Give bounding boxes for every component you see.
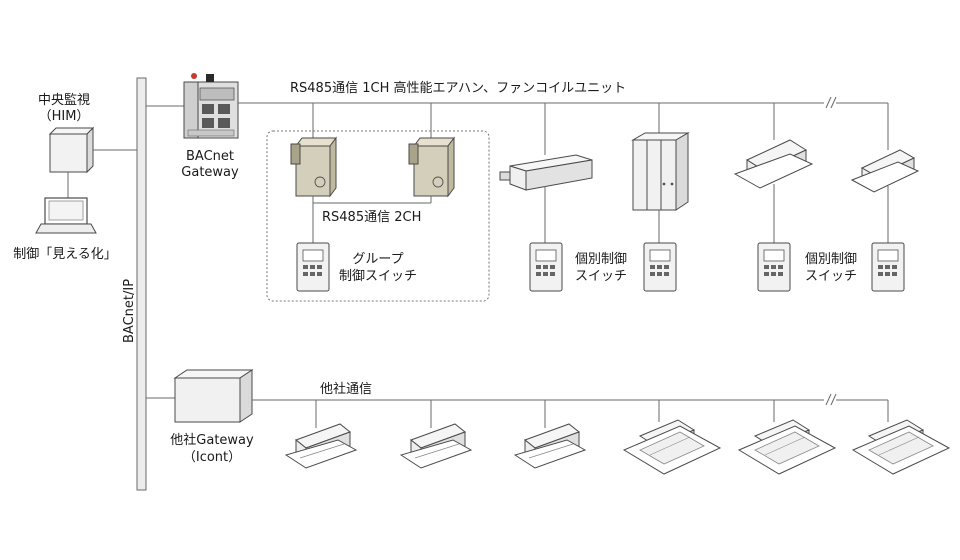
individual-switch-b-label-1: 個別制御 bbox=[805, 252, 857, 267]
other-gateway-device bbox=[173, 369, 254, 423]
laptop-icon bbox=[35, 197, 97, 234]
bacnet-gateway-label-1: BACnet bbox=[186, 149, 234, 164]
bus-break-mark-top bbox=[824, 96, 837, 109]
rs485-sub-label: RS485通信 2CH bbox=[322, 210, 421, 225]
other-comm-label: 他社通信 bbox=[320, 381, 372, 397]
group-control-area bbox=[266, 130, 490, 302]
bus-break-mark-bottom bbox=[824, 393, 837, 406]
ceiling-cassette-unit-1 bbox=[733, 139, 814, 189]
individual-switch-4 bbox=[871, 242, 905, 292]
backbone-label: BACnet/IP bbox=[122, 279, 137, 343]
other-gateway-label-2: （Icont） bbox=[183, 450, 241, 465]
group-switch-label-1: グループ bbox=[352, 252, 403, 267]
other-cassette-unit-4 bbox=[622, 419, 722, 475]
individual-switch-1 bbox=[529, 242, 563, 292]
group-switch-label-2: 制御スイッチ bbox=[339, 269, 417, 284]
central-monitor-box bbox=[48, 126, 95, 174]
laptop-label: 制御「見える化」 bbox=[13, 247, 117, 262]
individual-switch-a-label-1: 個別制御 bbox=[575, 252, 627, 267]
individual-switch-2 bbox=[643, 242, 677, 292]
other-cassette-unit-5 bbox=[737, 419, 837, 475]
other-cassette-unit-3 bbox=[513, 423, 587, 469]
central-monitor-label-2: （HIM） bbox=[39, 109, 90, 124]
other-cassette-unit-6 bbox=[851, 419, 951, 475]
other-gateway-label-1: 他社Gateway bbox=[170, 432, 254, 448]
air-handler-unit-1 bbox=[290, 136, 337, 198]
other-cassette-unit-1 bbox=[284, 423, 358, 469]
individual-switch-a-label-2: スイッチ bbox=[575, 269, 627, 284]
other-cassette-unit-2 bbox=[399, 423, 473, 469]
bacnet-gateway-label-2: Gateway bbox=[181, 165, 239, 180]
central-monitor-label-1: 中央監視 bbox=[38, 92, 90, 108]
group-control-switch bbox=[296, 242, 330, 292]
bacnet-gateway-device bbox=[183, 73, 239, 139]
floor-standing-unit bbox=[631, 132, 690, 211]
individual-switch-3 bbox=[757, 242, 791, 292]
ceiling-cassette-unit-2 bbox=[850, 149, 920, 193]
bacnet-ip-backbone bbox=[136, 77, 147, 491]
rs485-main-label: RS485通信 1CH 高性能エアハン、ファンコイルユニット bbox=[290, 80, 626, 96]
individual-switch-b-label-2: スイッチ bbox=[805, 269, 857, 284]
ceiling-duct-unit bbox=[499, 154, 593, 191]
air-handler-unit-2 bbox=[408, 136, 455, 198]
